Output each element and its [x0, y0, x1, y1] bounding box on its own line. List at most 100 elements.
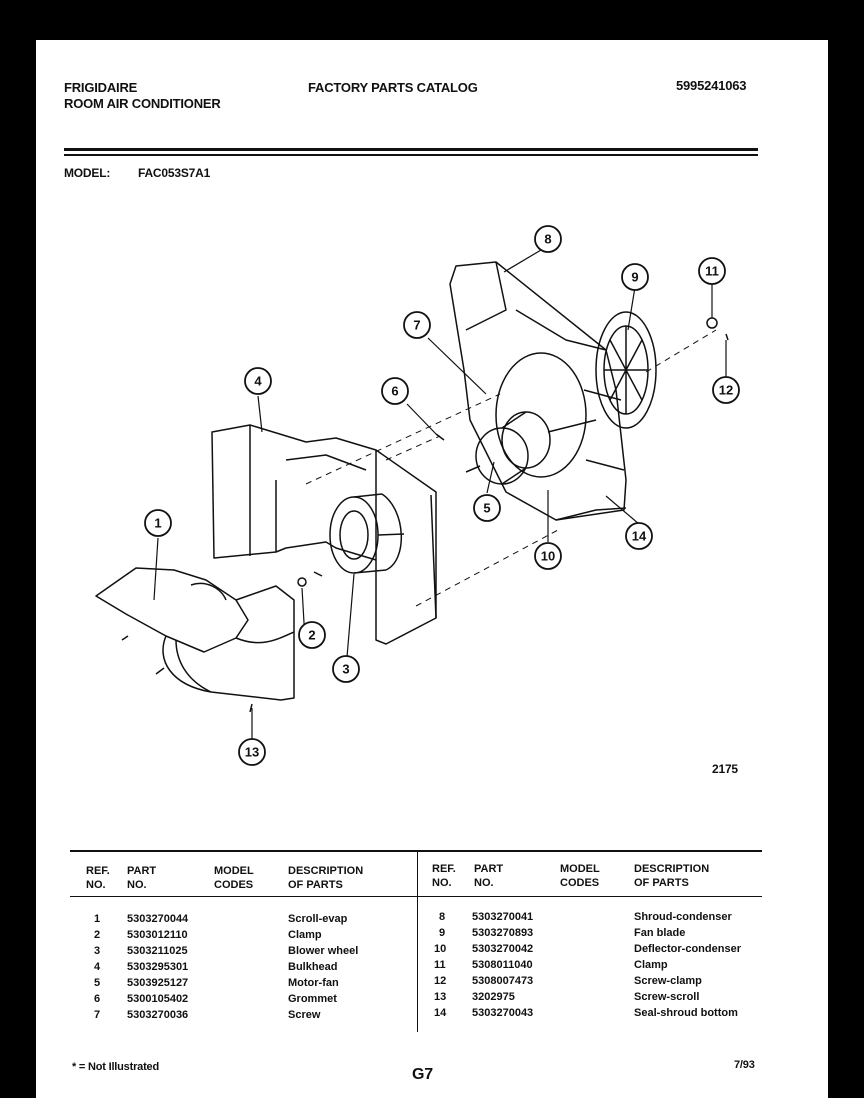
callout-6 — [381, 377, 409, 405]
row-ref: 9 — [439, 927, 446, 939]
row-part-number: 5303211025 — [127, 945, 188, 957]
table-header-rule — [70, 896, 762, 897]
col-header-part-left: PART NO. — [127, 865, 157, 891]
table-column-divider — [417, 850, 418, 1032]
scroll-evap-part — [95, 567, 295, 701]
col-header-ref-right: REF. NO. — [432, 863, 456, 889]
parts-catalog-page: FRIGIDAIRE ROOM AIR CONDITIONER FACTORY … — [36, 40, 828, 1098]
row-ref: 13 — [434, 991, 447, 1003]
row-ref: 8 — [439, 911, 446, 923]
row-description: Clamp — [634, 959, 668, 971]
row-description: Motor-fan — [288, 977, 339, 989]
figure-number: 2175 — [712, 762, 738, 776]
callout-1 — [144, 509, 172, 537]
header-rule-thin — [64, 154, 758, 156]
row-description: Scroll-evap — [288, 913, 348, 925]
col-header-part-right: PART NO. — [474, 863, 504, 889]
callout-1-label: 1 — [154, 516, 161, 531]
row-ref: 6 — [94, 993, 101, 1005]
callout-7-label: 7 — [413, 318, 420, 333]
row-ref: 3 — [94, 945, 101, 957]
callout-5-label: 5 — [483, 501, 490, 516]
row-description: Screw-scroll — [634, 991, 700, 1003]
row-part-number: 5303270036 — [127, 1009, 189, 1021]
row-part-number: 5303270043 — [472, 1007, 534, 1019]
callout-10 — [534, 542, 562, 570]
callout-13-label: 13 — [245, 745, 259, 760]
callout-5 — [473, 494, 501, 522]
callout-8 — [534, 225, 562, 253]
callout-11 — [698, 257, 726, 285]
callout-12-label: 12 — [719, 383, 733, 398]
row-description: Blower wheel — [288, 945, 359, 957]
row-part-number: 5303012110 — [127, 929, 188, 941]
row-description: Grommet — [288, 993, 337, 1005]
motor-fan-part — [465, 411, 597, 485]
row-part-number: 5308007473 — [472, 975, 534, 987]
blower-wheel-part — [329, 493, 405, 574]
row-part-number: 3202975 — [472, 991, 515, 1003]
row-part-number: 5303270041 — [472, 911, 534, 923]
row-ref: 11 — [434, 959, 446, 971]
row-part-number: 5303270893 — [472, 927, 534, 939]
row-part-number: 5303270042 — [472, 943, 534, 955]
row-part-number: 5300105402 — [127, 993, 189, 1005]
product-name: ROOM AIR CONDITIONER — [64, 96, 221, 111]
callout-8-label: 8 — [544, 232, 551, 247]
row-description: Bulkhead — [288, 961, 338, 973]
row-description: Shroud-condenser — [634, 911, 732, 923]
callout-4-label: 4 — [254, 374, 262, 389]
callout-7 — [403, 311, 431, 339]
callout-10-label: 10 — [541, 549, 555, 564]
col-header-codes-right: MODEL CODES — [560, 863, 600, 889]
callout-13 — [238, 738, 266, 766]
model-label: MODEL: — [64, 166, 111, 180]
table-top-rule — [70, 850, 762, 852]
callout-12 — [712, 376, 740, 404]
row-description: Seal-shroud bottom — [634, 1007, 738, 1019]
exploded-parts-diagram: 1 2 3 4 5 6 7 8 9 10 11 12 13 14 — [95, 225, 740, 766]
callout-6-label: 6 — [391, 384, 398, 399]
not-illustrated-note: * = Not Illustrated — [72, 1061, 159, 1073]
callout-9 — [621, 263, 649, 291]
row-ref: 1 — [94, 913, 101, 925]
row-description: Deflector-condenser — [634, 943, 741, 955]
callout-2 — [298, 621, 326, 649]
bulkhead-part — [211, 424, 437, 645]
header-rule-thick — [64, 148, 758, 151]
model-number: FAC053S7A1 — [138, 166, 211, 180]
row-part-number: 5303295301 — [127, 961, 189, 973]
callout-2-label: 2 — [308, 628, 315, 643]
callout-3 — [332, 655, 360, 683]
row-ref: 5 — [94, 977, 101, 989]
callout-9-label: 9 — [631, 270, 638, 285]
revision-date: 7/93 — [734, 1059, 755, 1071]
row-description: Fan blade — [634, 927, 686, 939]
row-ref: 7 — [94, 1009, 101, 1021]
row-ref: 12 — [434, 975, 447, 987]
catalog-title: FACTORY PARTS CATALOG — [308, 80, 478, 95]
row-description: Screw — [288, 1009, 321, 1021]
row-part-number: 5303925127 — [127, 977, 189, 989]
col-header-ref-left: REF. NO. — [86, 865, 110, 891]
callout-14 — [625, 522, 653, 550]
row-description: Screw-clamp — [634, 975, 702, 987]
callout-14-label: 14 — [632, 529, 647, 544]
shroud-condenser-part — [449, 261, 627, 521]
page-code: G7 — [412, 1066, 433, 1083]
col-header-desc-left: DESCRIPTION OF PARTS — [288, 865, 364, 891]
document-number: 5995241063 — [676, 78, 747, 93]
row-part-number: 5303270044 — [127, 913, 189, 925]
callout-3-label: 3 — [342, 662, 349, 677]
row-ref: 2 — [94, 929, 101, 941]
col-header-desc-right: DESCRIPTION OF PARTS — [634, 863, 710, 889]
brand-name: FRIGIDAIRE — [64, 80, 138, 95]
row-part-number: 5308011040 — [472, 959, 533, 971]
row-ref: 14 — [434, 1007, 447, 1019]
callout-11-label: 11 — [705, 264, 719, 279]
col-header-codes-left: MODEL CODES — [214, 865, 254, 891]
row-ref: 4 — [94, 961, 101, 973]
callout-4 — [244, 367, 272, 395]
row-description: Clamp — [288, 929, 322, 941]
fan-blade-part — [595, 311, 657, 429]
